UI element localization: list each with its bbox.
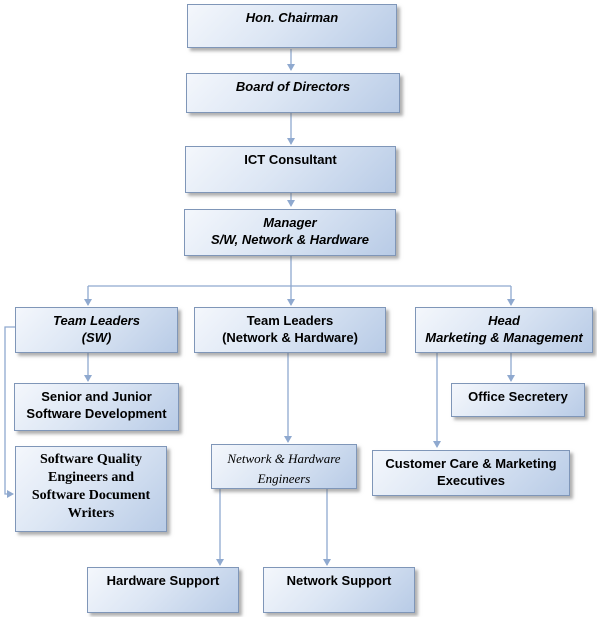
node-label-line: Team Leaders — [246, 313, 334, 328]
edge-tlsw-sqa — [4, 326, 16, 498]
node-label-line: (SW) — [81, 330, 112, 345]
node-label-line: (Network & Hardware) — [222, 330, 358, 345]
node-hon-chairman: Hon. Chairman — [187, 4, 397, 48]
node-team-leaders-sw: Team Leaders (SW) — [15, 307, 178, 353]
node-label-line: Manager — [263, 215, 317, 230]
node-label-line: Marketing & Management — [425, 330, 583, 345]
node-label-line: Engineers and — [48, 470, 134, 485]
node-label-line: Engineers — [257, 471, 311, 486]
node-label-line: Senior and Junior — [41, 389, 152, 404]
node-hardware-support: Hardware Support — [87, 567, 239, 613]
node-label-line: Executives — [437, 473, 505, 488]
node-label-line: Writers — [67, 506, 115, 521]
node-network-support: Network Support — [263, 567, 415, 613]
node-label-line: Customer Care & Marketing — [385, 456, 557, 471]
node-team-leaders-network: Team Leaders (Network & Hardware) — [194, 307, 386, 353]
node-label-line: Hardware Support — [106, 573, 220, 588]
node-board-of-directors: Board of Directors — [186, 73, 400, 113]
node-label-line: Network & Hardware — [227, 451, 341, 466]
node-label-line: Software Document — [31, 488, 151, 503]
node-label-line: Head — [488, 313, 520, 328]
node-ict-consultant: ICT Consultant — [185, 146, 396, 193]
node-label-line: Office Secretery — [468, 389, 568, 404]
node-office-secretery: Office Secretery — [451, 383, 585, 417]
node-label-line: Team Leaders — [53, 313, 140, 328]
node-label-line: Board of Directors — [235, 79, 351, 94]
node-label-line: Hon. Chairman — [245, 10, 339, 25]
node-label-line: S/W, Network & Hardware — [211, 232, 369, 247]
node-label-line: Software Development — [26, 406, 167, 421]
node-label-line: ICT Consultant — [244, 152, 337, 167]
node-label-line: Network Support — [286, 573, 392, 588]
node-label-line: Software Quality — [39, 452, 142, 467]
